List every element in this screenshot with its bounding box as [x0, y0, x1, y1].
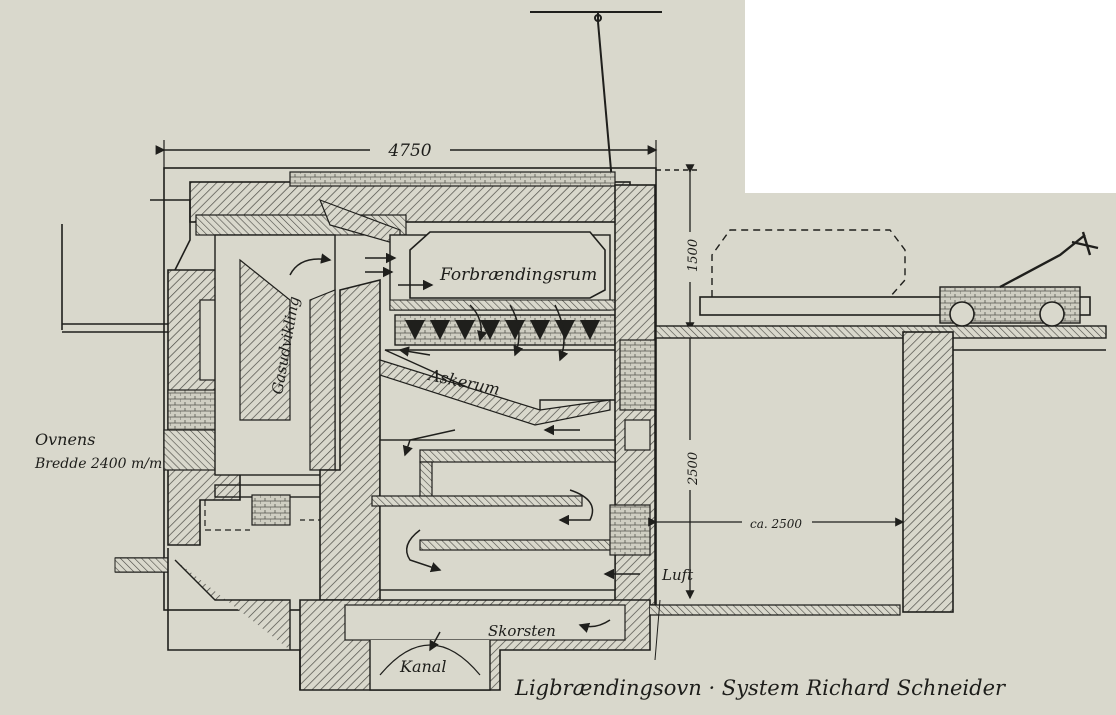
gas-chamber: Gasudvikling: [204, 234, 336, 531]
label-ovnens: Ovnens: [35, 430, 95, 449]
ash-chamber: Askerum: [379, 349, 621, 426]
label-forbraending: Forbrændingsrum: [439, 265, 597, 285]
grate: [394, 314, 616, 346]
coffin-trolley: [699, 229, 1099, 327]
ground-lines: [114, 548, 901, 690]
combustion-chamber: Forbrændingsrum: [389, 231, 616, 311]
figure-caption: Ligbrændingsovn · System Richard Schneid…: [514, 676, 1007, 700]
label-bredde: Bredde 2400 m/m: [34, 456, 162, 472]
basement-room: ca. 2500: [648, 325, 1107, 613]
label-kanal: Kanal: [399, 657, 446, 676]
blank-corner: [745, 0, 1116, 193]
flow-arrows: [289, 252, 640, 652]
dim-width-label: 4750: [387, 141, 431, 161]
label-skorsten: Skorsten: [488, 622, 556, 640]
dim-lower-label: 2500: [686, 452, 701, 486]
dim-ca-label: ca. 2500: [750, 517, 802, 531]
dimension-height: 1500 2500: [680, 164, 701, 600]
left-ledge: [61, 199, 191, 333]
label-luft: Luft: [661, 566, 694, 584]
flue-channels: [371, 439, 651, 591]
dimension-width: 4750: [155, 138, 658, 170]
dim-upper-label: 1500: [686, 239, 701, 272]
roof-slab: [189, 171, 631, 246]
